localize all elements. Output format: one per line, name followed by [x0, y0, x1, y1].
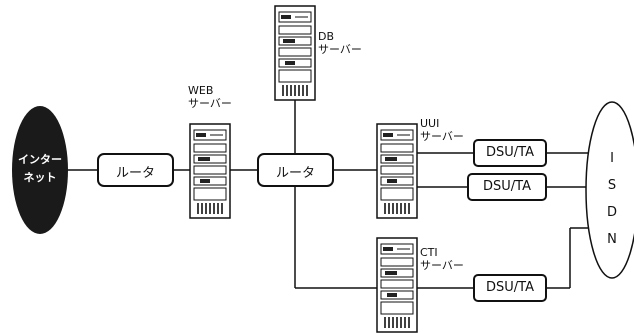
isdn-label: I S D N [602, 145, 622, 253]
dsu-ta-label-1: DSU/TA [474, 145, 546, 160]
dsu-ta-label-2: DSU/TA [468, 179, 546, 194]
db-server-label: DB サーバー [318, 30, 362, 56]
router-1-label: ルータ [98, 162, 173, 181]
cti-server-icon [377, 238, 417, 332]
dsu-ta-label-3: DSU/TA [474, 280, 546, 295]
web-server-label: WEB サーバー [188, 84, 232, 110]
uui-server-icon [377, 124, 417, 218]
cti-server-label: CTI サーバー [420, 246, 464, 272]
web-server-icon [190, 124, 230, 218]
internet-label: インター ネット [14, 151, 66, 187]
db-server-icon [275, 6, 315, 100]
router-2-label: ルータ [258, 162, 333, 181]
uui-server-label: UUI サーバー [420, 117, 464, 143]
